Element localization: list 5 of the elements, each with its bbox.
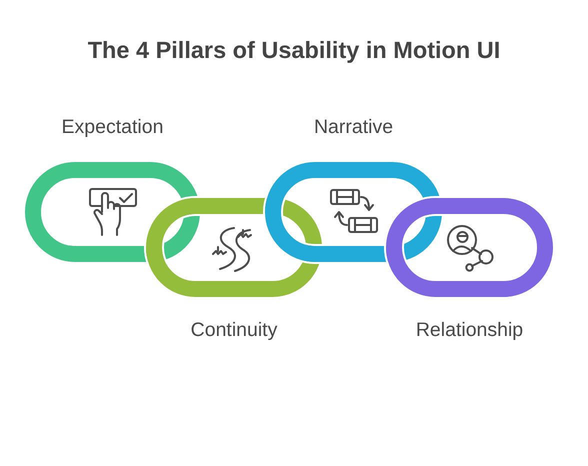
pillar-label: Expectation — [62, 116, 164, 139]
pillar-label: Narrative — [314, 116, 394, 139]
pillar-label: Continuity — [190, 319, 278, 342]
title: The 4 Pillars of Usability in Motion UI — [88, 36, 500, 64]
pillar-label: Relationship — [416, 319, 524, 342]
